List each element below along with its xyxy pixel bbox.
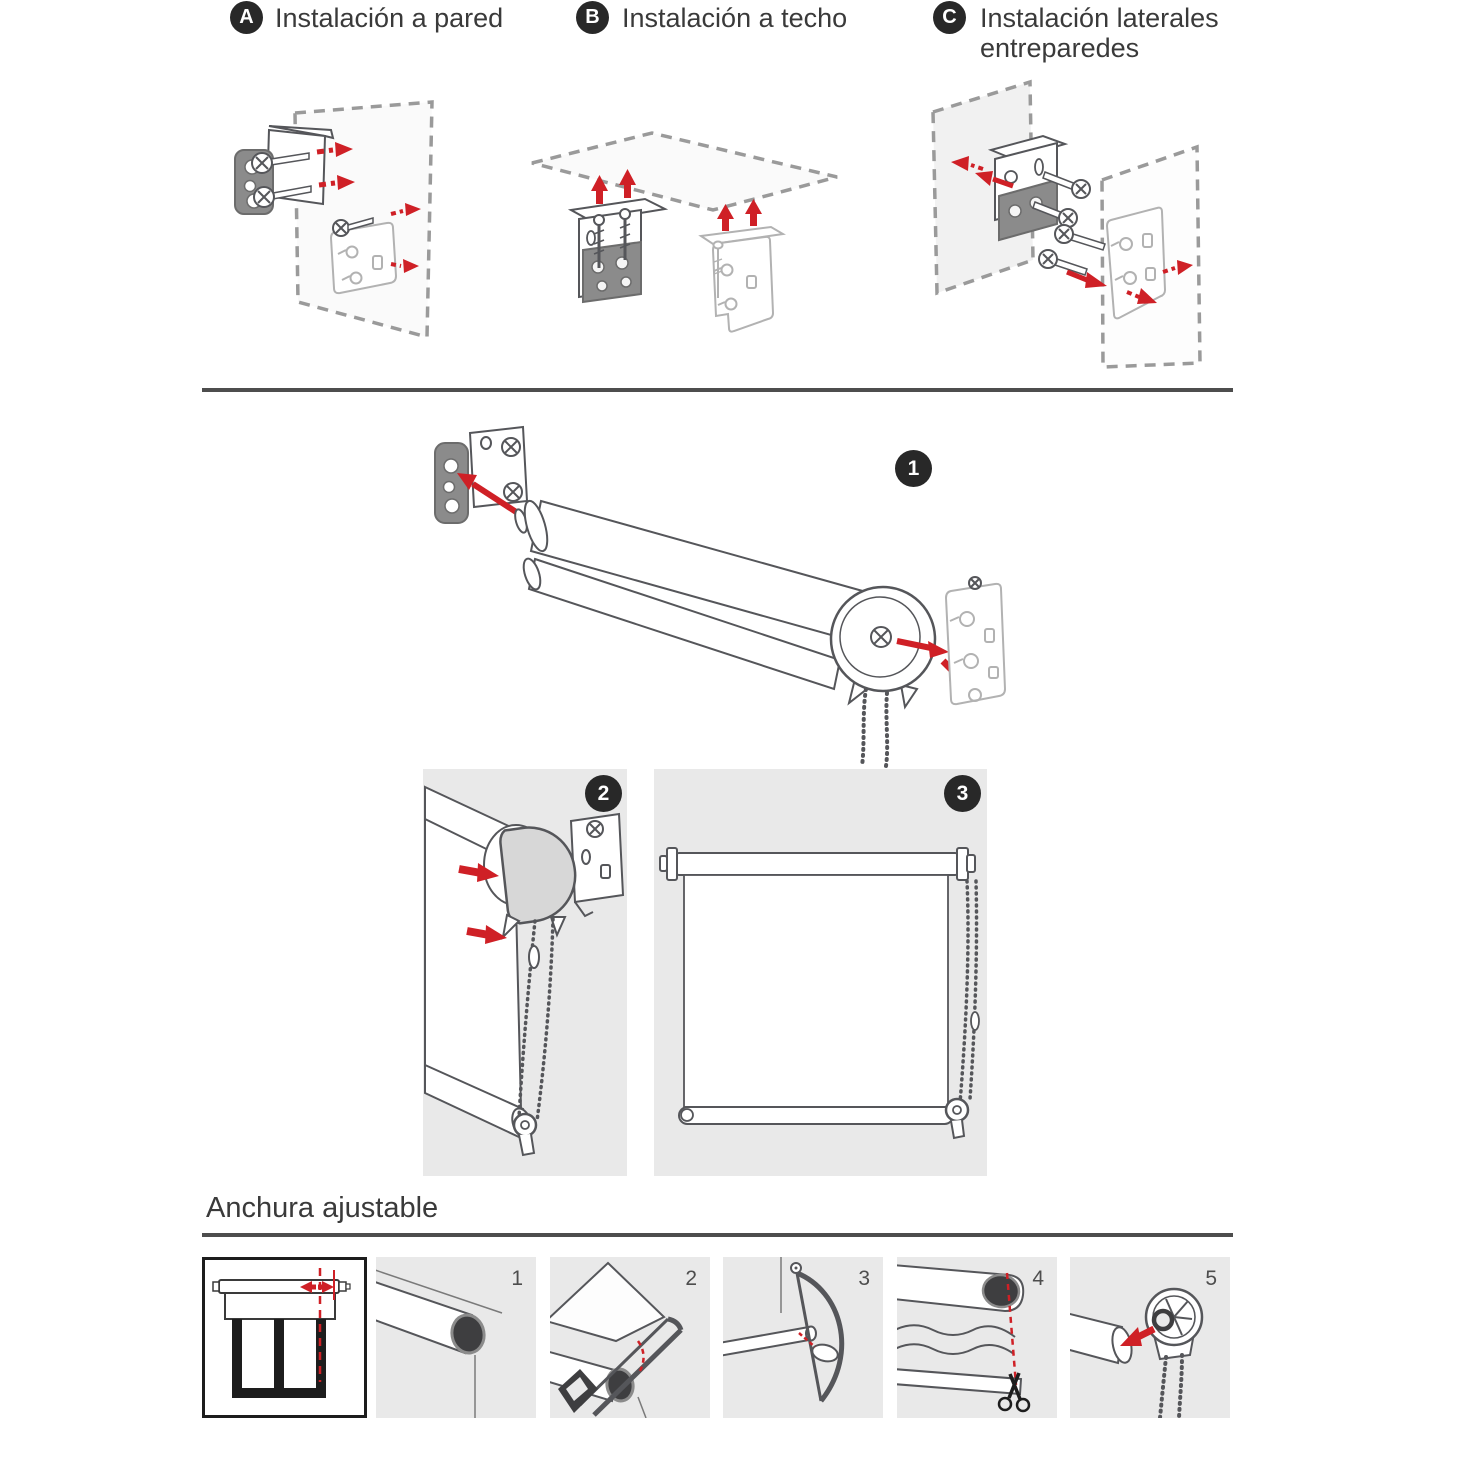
step3-bottom-bar xyxy=(678,1106,954,1125)
side-left-arrows xyxy=(951,156,1014,189)
step2-panel: 2 xyxy=(423,769,627,1176)
cut-step5-panel: 5 xyxy=(1070,1257,1230,1418)
cut-width-marks xyxy=(300,1268,335,1382)
roller-bottom-bar xyxy=(522,557,842,691)
step3-top-bar xyxy=(659,847,976,881)
ceiling-installation-illustration xyxy=(531,131,838,333)
cut-line-red xyxy=(636,1340,645,1372)
hacksaw xyxy=(558,1316,684,1417)
install-type-c-badge: C xyxy=(933,1,966,34)
cut-step4-number: 4 xyxy=(1032,1267,1044,1290)
cut-step5-number: 5 xyxy=(1205,1267,1217,1290)
chain-end-cap xyxy=(829,585,937,710)
width-diagram-panel xyxy=(202,1257,367,1418)
install-type-b-badge: B xyxy=(576,1,609,34)
cut-step3-panel: 3 xyxy=(723,1257,883,1418)
step3-badge: 3 xyxy=(944,775,981,812)
cut-step5-illustration xyxy=(1070,1287,1204,1418)
fabric-flap xyxy=(550,1261,666,1343)
install-type-c-title-line2: entreparedes xyxy=(980,33,1140,63)
ceiling-cassette-bracket xyxy=(698,225,786,333)
install-type-a-title: Instalación a pared xyxy=(275,3,504,33)
side-installation-illustration xyxy=(931,79,1202,369)
left-wall-dashed xyxy=(931,79,1035,296)
insert-arrow-red xyxy=(1120,1325,1156,1346)
side-cassette-bracket xyxy=(1105,206,1167,320)
cut-step2-panel: 2 xyxy=(550,1257,710,1418)
cut-step2-illustration xyxy=(550,1261,684,1418)
cut-line-red xyxy=(798,1332,816,1348)
ceiling-dashed-outline xyxy=(531,131,838,212)
step3-number: 3 xyxy=(956,781,969,805)
chain-mechanism xyxy=(1144,1287,1204,1361)
step2-illustration xyxy=(424,785,625,1157)
cut-step1-panel: 1 xyxy=(376,1257,536,1418)
scissors-icon xyxy=(997,1372,1031,1413)
cut-step3-number: 3 xyxy=(858,1267,870,1290)
fabric-edge-line xyxy=(376,1269,503,1314)
cut-step1-number: 1 xyxy=(511,1267,523,1290)
step1-left-bracket xyxy=(468,425,529,509)
cassette-screw-arrows xyxy=(390,203,421,273)
step2-chain xyxy=(512,917,555,1157)
window-frame xyxy=(232,1319,326,1398)
side-right-screws xyxy=(1038,224,1106,276)
ceiling-screws xyxy=(593,208,631,268)
section-divider-bottom xyxy=(202,1233,1233,1237)
screw-direction-arrows xyxy=(316,142,355,190)
bead-chains xyxy=(860,687,890,768)
step1-number: 1 xyxy=(907,456,920,480)
badge-b-letter: B xyxy=(585,6,600,28)
bottom-bar xyxy=(723,1325,810,1357)
step2-bracket xyxy=(569,812,625,918)
cut-step2-number: 2 xyxy=(685,1267,697,1290)
wall-dashed-outline xyxy=(293,100,434,340)
bottom-hem xyxy=(897,1368,1023,1396)
edge-line xyxy=(637,1396,647,1418)
step2-badge: 2 xyxy=(585,775,622,812)
install-type-c-title: Instalación laterales entreparedes xyxy=(980,3,1219,63)
cut-step4-illustration xyxy=(897,1264,1031,1413)
ceiling-arrows-right xyxy=(717,199,762,231)
step3-chain xyxy=(944,879,980,1140)
install-type-a-badge: A xyxy=(230,1,263,34)
install-type-b-title: Instalación a techo xyxy=(622,3,848,33)
tube-body xyxy=(1070,1312,1124,1365)
cut-step1-illustration xyxy=(376,1269,503,1418)
mechanism-chains xyxy=(1158,1353,1184,1418)
step3-fabric xyxy=(683,874,949,1108)
badge-a-letter: A xyxy=(239,6,254,28)
adjustable-width-heading: Anchura ajustable xyxy=(206,1192,439,1224)
fabric-wave xyxy=(897,1324,1016,1355)
cut-step3-illustration xyxy=(723,1257,845,1403)
wall-screws xyxy=(251,152,312,208)
ceiling-arrows-left xyxy=(591,169,636,204)
step2-number: 2 xyxy=(597,781,610,805)
side-l-bracket xyxy=(987,134,1069,242)
hacksaw-vertical xyxy=(790,1262,845,1403)
step1-roller-assembly-illustration xyxy=(434,425,1007,768)
cut-step4-panel: 4 xyxy=(897,1257,1057,1418)
window-width-diagram xyxy=(212,1268,351,1398)
step2-arrows xyxy=(458,863,507,944)
cut-line-red xyxy=(1005,1272,1018,1386)
tube-cut-end xyxy=(450,1313,486,1355)
step3-panel: 3 xyxy=(654,769,987,1176)
step2-end-cap xyxy=(483,824,577,940)
side-right-arrows xyxy=(1066,260,1193,304)
step1-right-bracket xyxy=(944,576,1007,706)
section-divider-top xyxy=(202,388,1233,392)
step3-illustration xyxy=(659,847,980,1140)
badge-c-letter: C xyxy=(942,6,957,28)
ceiling-l-bracket xyxy=(567,197,669,304)
step1-dark-plate xyxy=(434,442,469,524)
cassette-bracket-faint xyxy=(329,217,398,295)
step1-badge: 1 xyxy=(895,450,932,487)
wall-installation-illustration xyxy=(234,100,434,340)
side-left-screws xyxy=(1032,171,1091,228)
install-type-c-title-line1: Instalación laterales xyxy=(980,3,1219,33)
